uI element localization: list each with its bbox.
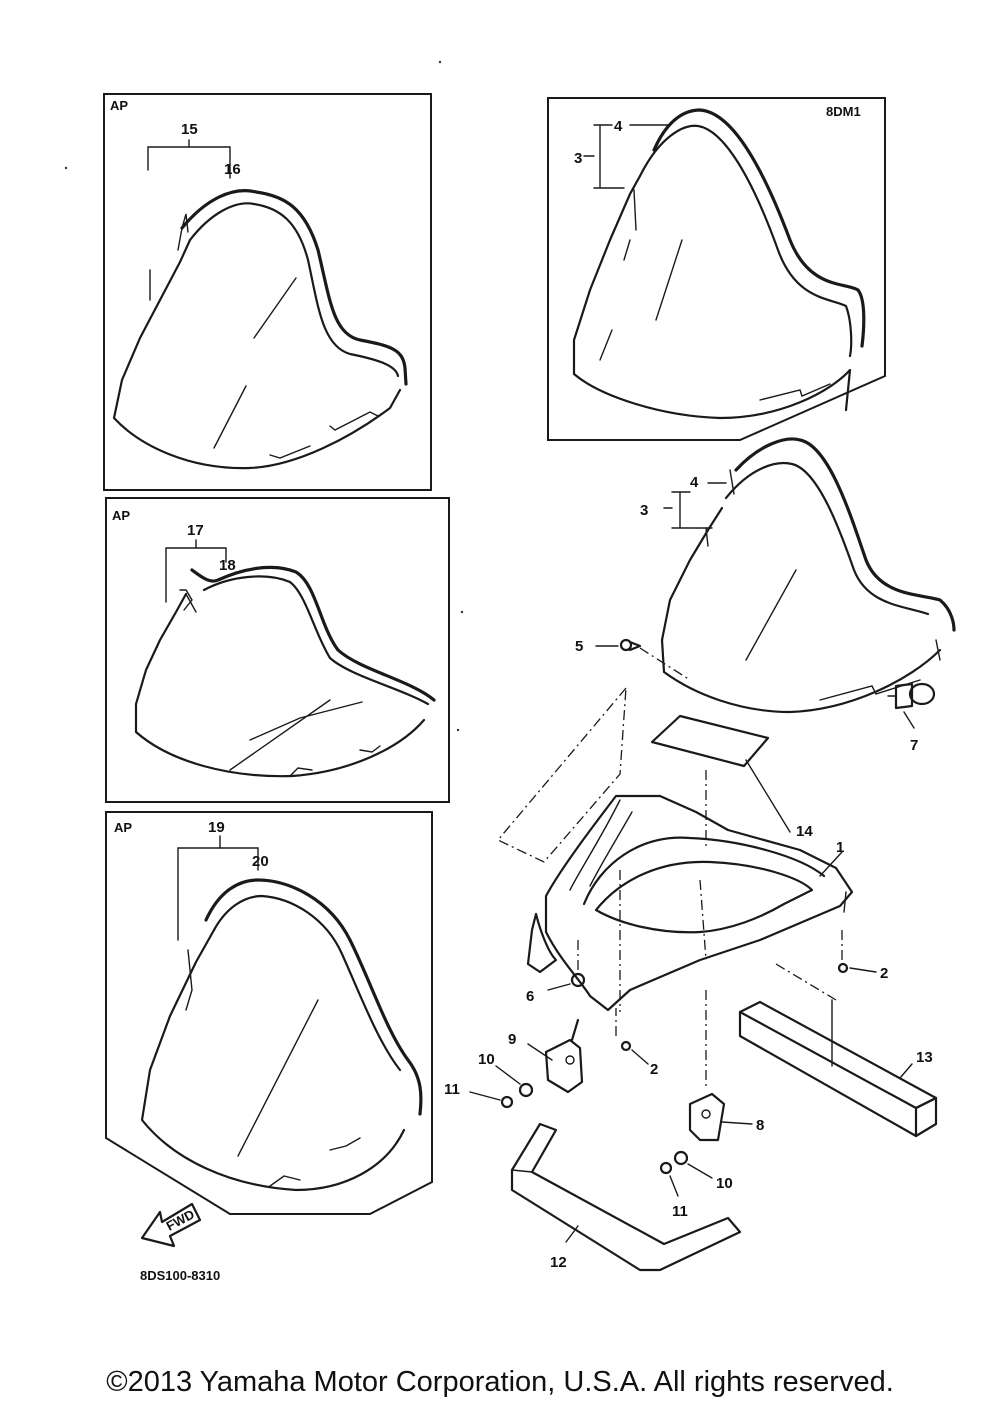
washer-nut-right: 10 11 <box>659 1150 733 1220</box>
ap-label: AP <box>110 98 128 113</box>
callout-7: 7 <box>910 737 918 754</box>
bracket-8: 8 <box>688 990 764 1142</box>
callout-4-top: 4 <box>614 118 623 135</box>
washer-nut-left: 10 11 <box>444 1051 534 1109</box>
ap-panel-windshield-17: AP 17 18 <box>105 497 450 803</box>
block-13: 13 <box>738 999 938 1138</box>
callout-4: 4 <box>690 474 699 491</box>
callout-19: 19 <box>208 819 225 836</box>
ap-panel-windshield-15: AP 15 16 <box>103 93 432 491</box>
callout-5: 5 <box>575 638 583 655</box>
callout-17: 17 <box>187 522 204 539</box>
mounting-outline <box>496 686 627 863</box>
bolt-2-right: 2 <box>837 930 888 982</box>
callout-16: 16 <box>224 161 241 178</box>
callout-18: 18 <box>219 557 236 574</box>
callout-11-left: 11 <box>444 1081 460 1098</box>
callout-15: 15 <box>181 121 198 138</box>
callout-3: 3 <box>640 502 648 519</box>
callout-3-top: 3 <box>574 150 582 167</box>
callout-13: 13 <box>916 1049 933 1066</box>
ap-label-2: AP <box>112 508 130 523</box>
model-label: 8DM1 <box>826 104 861 119</box>
windshield-assembly: 3 4 <box>640 437 956 714</box>
bar-12: 12 <box>510 1122 742 1272</box>
callout-10-left: 10 <box>478 1051 495 1068</box>
diagram-code: 8DS100-8310 <box>140 1268 220 1283</box>
callout-1: 1 <box>836 839 844 856</box>
screw-5: 5 <box>575 638 691 681</box>
ap-panel-windshield-19: AP 19 20 <box>105 811 433 1215</box>
bracket-9: 9 <box>508 1018 584 1094</box>
callout-2-right: 2 <box>880 965 888 982</box>
callout-8: 8 <box>756 1117 764 1134</box>
8dm1-panel-windshield: 8DM1 3 4 <box>547 97 886 441</box>
ap-label-3: AP <box>114 820 132 835</box>
callout-11-right: 11 <box>672 1203 688 1220</box>
nut-7: 7 <box>887 682 936 754</box>
callout-9: 9 <box>508 1031 516 1048</box>
callout-14: 14 <box>796 823 813 840</box>
callout-20: 20 <box>252 853 269 870</box>
copyright-notice: ©2013 Yamaha Motor Corporation, U.S.A. A… <box>106 1366 894 1398</box>
callout-10-right: 10 <box>716 1175 733 1192</box>
bolt-6: 6 <box>526 940 586 1005</box>
cowl-1: 1 <box>526 794 854 1036</box>
fwd-arrow-icon: FWD <box>140 1202 202 1248</box>
callout-12: 12 <box>550 1254 567 1271</box>
pad-14: 14 <box>650 714 813 850</box>
bolt-2-bottom: 2 <box>620 1040 658 1078</box>
callout-2-bottom: 2 <box>650 1061 658 1078</box>
callout-6: 6 <box>526 988 534 1005</box>
